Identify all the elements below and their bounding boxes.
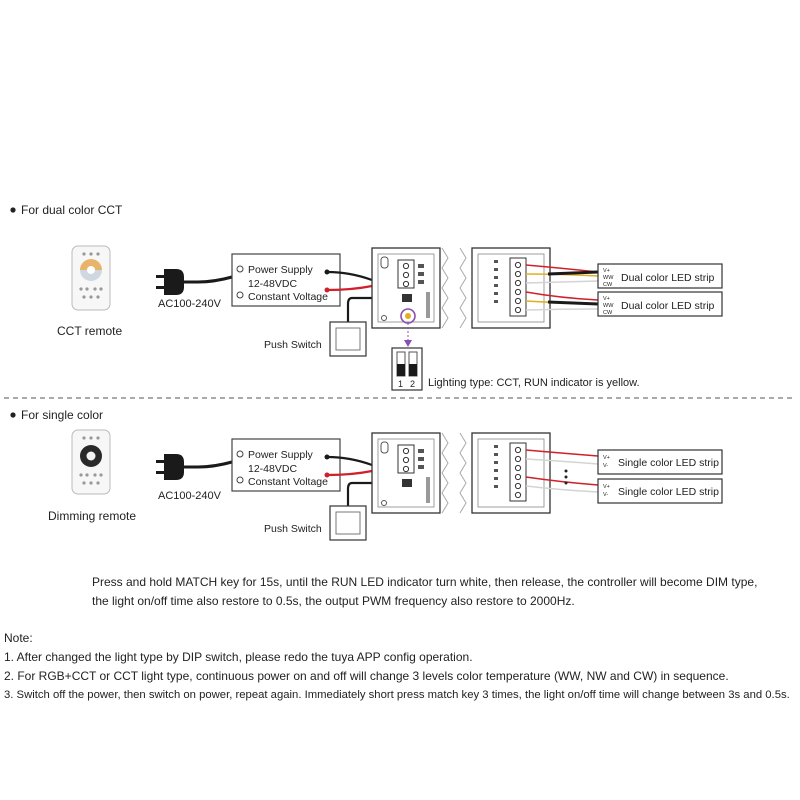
section-cct: For dual color CCT CCT remote AC100-240V…: [10, 203, 723, 391]
dimming-remote-label: Dimming remote: [48, 509, 136, 523]
push-switch-label: Push Switch: [264, 339, 322, 351]
output-wire: [525, 291, 599, 301]
section-heading-cct: For dual color CCT: [21, 203, 123, 217]
break-line: [441, 247, 449, 329]
power-supply-line-3: Constant Voltage: [248, 476, 328, 488]
led-strip-2: V+ V- Single color LED strip: [597, 478, 723, 504]
output-wire: [525, 449, 599, 457]
dimming-remote-icon: [71, 429, 111, 495]
push-switch-icon: [329, 505, 367, 541]
push-switch-wire: [346, 481, 372, 506]
svg-text:V-: V-: [603, 463, 608, 469]
dc-negative-wire: [326, 455, 373, 467]
lighting-type-note: Lighting type: CCT, RUN indicator is yel…: [428, 377, 640, 389]
led-strip-1: V+ WW CW Dual color LED strip: [597, 263, 723, 289]
ac-plug-icon: [156, 269, 233, 295]
cct-remote-icon: [71, 245, 111, 311]
svg-text:V+: V+: [603, 455, 610, 461]
wire-tag-ww: WW: [603, 303, 614, 309]
dc-positive-wire: [326, 469, 373, 477]
controller-input-side: [371, 432, 441, 514]
ellipsis-dot: [564, 469, 568, 473]
power-supply-box: Power Supply 12-48VDC Constant Voltage: [231, 253, 341, 307]
output-cable: [547, 300, 599, 306]
section-heading-single: For single color: [21, 408, 103, 422]
dc-negative-wire: [326, 270, 373, 282]
led-strip-label: Dual color LED strip: [621, 272, 715, 284]
section-single: For single color Dimming remote AC100-24…: [10, 408, 723, 541]
led-strip-1: V+ V- Single color LED strip: [597, 449, 723, 475]
power-supply-line-3: Constant Voltage: [248, 291, 328, 303]
power-supply-line-1: Power Supply: [248, 449, 314, 461]
svg-text:V+: V+: [603, 484, 610, 490]
controller-input-side: [371, 247, 441, 329]
power-supply-line-2: 12-48VDC: [248, 278, 297, 290]
controller-output-side: [471, 432, 551, 514]
ac-plug-icon: [156, 454, 233, 480]
ac-voltage-label: AC100-240V: [158, 298, 222, 310]
output-cable: [547, 270, 599, 276]
wire-tag-ww: WW: [603, 275, 614, 281]
dc-positive-wire: [326, 284, 373, 292]
break-line: [459, 432, 467, 514]
dip-number-1: 1: [398, 379, 403, 389]
bullet-icon: [10, 412, 16, 418]
svg-text:V+: V+: [603, 268, 610, 274]
break-line: [441, 432, 449, 514]
output-wire: [525, 476, 599, 486]
dip-switch: 1 2: [391, 347, 423, 391]
note-item-1: 1. After changed the light type by DIP s…: [4, 650, 473, 664]
note-item-2: 2. For RGB+CCT or CCT light type, contin…: [4, 669, 729, 683]
output-wire: [525, 485, 599, 493]
output-wire: [525, 280, 599, 284]
wire-tag-cw: CW: [603, 282, 613, 288]
ellipsis-dot: [564, 475, 568, 479]
break-line: [459, 247, 467, 329]
push-switch-icon: [329, 321, 367, 357]
match-instruction-line-2: the light on/off time also restore to 0.…: [92, 594, 575, 608]
push-switch-label: Push Switch: [264, 523, 322, 535]
cct-remote-label: CCT remote: [57, 324, 122, 338]
controller-output-side: [471, 247, 551, 329]
output-wire: [525, 308, 599, 311]
bullet-icon: [10, 207, 16, 213]
power-supply-line-1: Power Supply: [248, 264, 314, 276]
output-wire: [525, 458, 599, 465]
arrow-down-icon: [404, 340, 412, 347]
match-instruction-line-1: Press and hold MATCH key for 15s, until …: [92, 575, 758, 589]
svg-text:V+: V+: [603, 296, 610, 302]
led-strip-label: Dual color LED strip: [621, 300, 715, 312]
led-strip-label: Single color LED strip: [618, 486, 719, 498]
led-strip-2: V+ WW CW Dual color LED strip: [597, 291, 723, 317]
svg-text:V-: V-: [603, 492, 608, 498]
notes-title: Note:: [4, 631, 33, 645]
power-supply-line-2: 12-48VDC: [248, 463, 297, 475]
dip-number-2: 2: [410, 379, 415, 389]
wire-tag-cw: CW: [603, 310, 613, 316]
note-item-3: 3. Switch off the power, then switch on …: [4, 689, 790, 701]
ac-voltage-label: AC100-240V: [158, 490, 222, 502]
led-strip-label: Single color LED strip: [618, 457, 719, 469]
ellipsis-dot: [564, 481, 568, 485]
push-switch-wire: [346, 296, 372, 322]
power-supply-box: Power Supply 12-48VDC Constant Voltage: [231, 438, 341, 492]
